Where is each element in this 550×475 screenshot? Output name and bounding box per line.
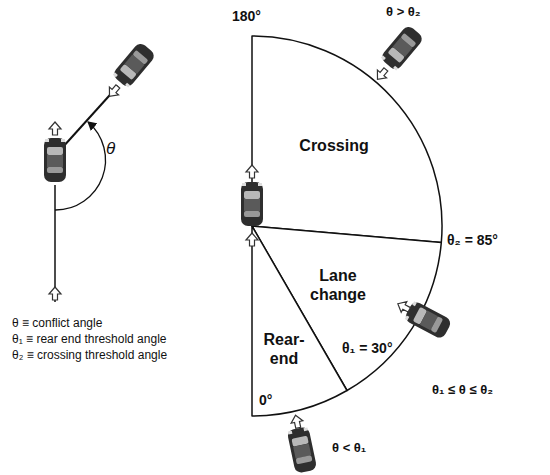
angle-mark: 0° bbox=[259, 392, 272, 409]
sector-region: Crossing bbox=[252, 36, 442, 243]
angle-arc bbox=[55, 122, 106, 210]
direction-arrow bbox=[290, 414, 304, 429]
legend-note: θ₁ ≡ rear end threshold angle bbox=[12, 332, 166, 346]
region-label: Crossing bbox=[288, 136, 380, 155]
direction-arrow bbox=[373, 66, 391, 84]
car-icon bbox=[111, 41, 156, 89]
conflict-line bbox=[62, 86, 118, 148]
car-icon bbox=[287, 426, 318, 474]
direction-arrow bbox=[49, 122, 61, 135]
threshold-label: θ₂ = 85° bbox=[447, 232, 498, 249]
legend-note: θ₂ ≡ crossing threshold angle bbox=[12, 348, 167, 362]
approach-line bbox=[54, 185, 56, 302]
angle-condition: θ₁ ≤ θ ≤ θ₂ bbox=[432, 382, 493, 398]
sector-region: Rear- end bbox=[252, 226, 347, 416]
direction-arrow bbox=[105, 83, 123, 101]
region-label: Rear- end bbox=[256, 330, 312, 368]
sector-outline bbox=[252, 226, 347, 416]
car-icon bbox=[44, 138, 66, 182]
legend-note: θ ≡ conflict angle bbox=[12, 316, 102, 330]
direction-arrow bbox=[49, 287, 61, 300]
threshold-label: θ₁ = 30° bbox=[342, 340, 392, 357]
sector-path bbox=[252, 226, 347, 416]
angle-symbol: θ bbox=[106, 139, 115, 159]
region-label: Lane change bbox=[300, 266, 376, 304]
sector-path bbox=[252, 36, 442, 243]
car-icon bbox=[379, 24, 424, 72]
angle-mark: 180° bbox=[232, 8, 261, 25]
angle-condition: θ > θ₂ bbox=[386, 4, 421, 20]
angle-condition: θ < θ₁ bbox=[332, 440, 366, 456]
